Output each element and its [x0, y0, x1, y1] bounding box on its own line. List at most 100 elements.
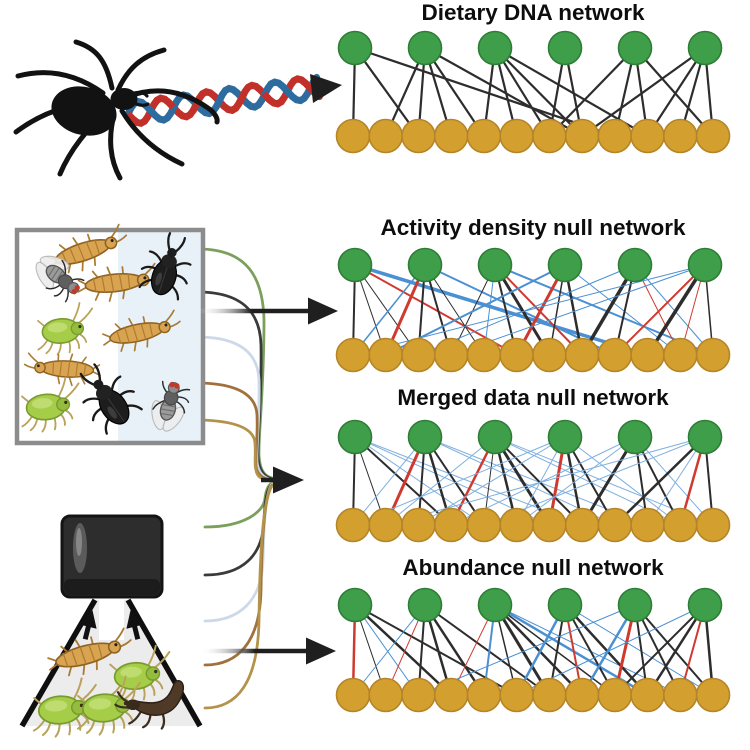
arrow-head-icon	[306, 637, 336, 665]
connector-curve	[203, 484, 274, 710]
prey-node	[564, 118, 600, 154]
prey-node	[597, 677, 633, 713]
predator-node	[547, 30, 583, 66]
dna-arrow-illustration	[124, 73, 342, 128]
prey-node	[695, 677, 731, 713]
prey-node	[466, 337, 502, 373]
prey-node	[630, 507, 665, 543]
dna-strand-blue	[124, 73, 321, 124]
prey-node	[433, 677, 469, 713]
network-edge	[385, 436, 496, 526]
network-edge	[548, 47, 636, 137]
prey-node	[532, 507, 567, 543]
network-edge	[494, 604, 616, 696]
network-edge	[354, 263, 649, 357]
predator-node	[407, 419, 443, 455]
prey-node	[597, 118, 633, 154]
prey-node	[695, 507, 731, 543]
network-edge	[424, 604, 550, 696]
predator-node	[407, 587, 443, 623]
network-edge	[614, 604, 706, 696]
predator-node	[407, 30, 443, 66]
network-edge	[451, 264, 706, 356]
prey-node	[532, 118, 567, 154]
network-edge	[354, 47, 420, 137]
network-edge	[581, 47, 706, 137]
predator-node	[407, 247, 443, 283]
prey-node	[433, 337, 469, 373]
predator-node	[547, 419, 583, 455]
predator-node	[337, 30, 373, 66]
connector-curves	[199, 247, 274, 710]
prey-node	[564, 337, 600, 373]
prey-node	[662, 118, 698, 154]
network-edge	[493, 264, 551, 356]
connector-curve	[199, 418, 274, 483]
prey-node	[433, 118, 469, 154]
network-edge	[564, 436, 681, 526]
network-edge	[564, 264, 681, 356]
spider-icon	[13, 39, 220, 181]
predator-node	[337, 587, 373, 623]
predator-node	[617, 419, 653, 455]
prey-node	[597, 337, 633, 373]
prey-node	[401, 118, 436, 154]
dna-arrowhead-icon	[310, 74, 342, 103]
arrow-head-icon	[273, 466, 304, 494]
prey-node	[662, 337, 698, 373]
predator-node	[547, 587, 583, 623]
network-edge	[581, 604, 637, 696]
predator-node	[477, 587, 513, 623]
arrow-head-icon	[308, 297, 338, 325]
network-edge	[564, 604, 649, 696]
prey-node	[532, 337, 567, 373]
network-dietary	[335, 30, 731, 154]
network-edge	[634, 604, 714, 696]
prey-node	[499, 507, 534, 543]
network-edge	[614, 264, 706, 356]
predator-node	[617, 247, 653, 283]
network-edge	[424, 47, 485, 137]
network-title-activity-density: Activity density null network	[380, 215, 686, 240]
network-edge	[494, 264, 583, 356]
network-edge	[423, 604, 485, 696]
prey-node	[466, 118, 502, 154]
network-edge	[354, 604, 453, 696]
network-edge	[424, 436, 485, 526]
prey-node	[662, 507, 698, 543]
prey-node	[368, 337, 404, 373]
network-title-abundance: Abundance null network	[402, 555, 664, 580]
network-edge	[424, 264, 485, 356]
network-edge	[634, 436, 714, 526]
prey-node	[335, 507, 371, 543]
prey-node	[499, 677, 534, 713]
predator-node	[337, 419, 373, 455]
prey-node	[499, 337, 534, 373]
network-edge	[352, 436, 426, 526]
dna-strand-red-over	[125, 75, 322, 128]
network-activity-density	[335, 247, 731, 373]
connector-curve	[203, 481, 274, 529]
prey-node	[630, 677, 665, 713]
prey-node	[564, 677, 600, 713]
network-edge	[613, 436, 706, 526]
prey-node	[597, 507, 633, 543]
prey-node	[695, 337, 731, 373]
connector-curve	[199, 381, 274, 482]
prey-node	[564, 507, 600, 543]
prey-node	[499, 118, 534, 154]
prey-node	[630, 118, 665, 154]
network-edge	[646, 604, 707, 696]
network-edge	[494, 436, 583, 526]
bipartite-networks	[335, 30, 731, 713]
camera-body	[60, 514, 164, 599]
network-edge	[352, 604, 426, 696]
flow-arrows	[197, 297, 338, 665]
predator-node	[337, 247, 373, 283]
network-edge	[494, 604, 584, 696]
predator-node	[687, 247, 723, 283]
network-edge	[647, 436, 706, 526]
predator-node	[477, 30, 513, 66]
predator-node	[687, 419, 723, 455]
prey-node	[433, 507, 469, 543]
